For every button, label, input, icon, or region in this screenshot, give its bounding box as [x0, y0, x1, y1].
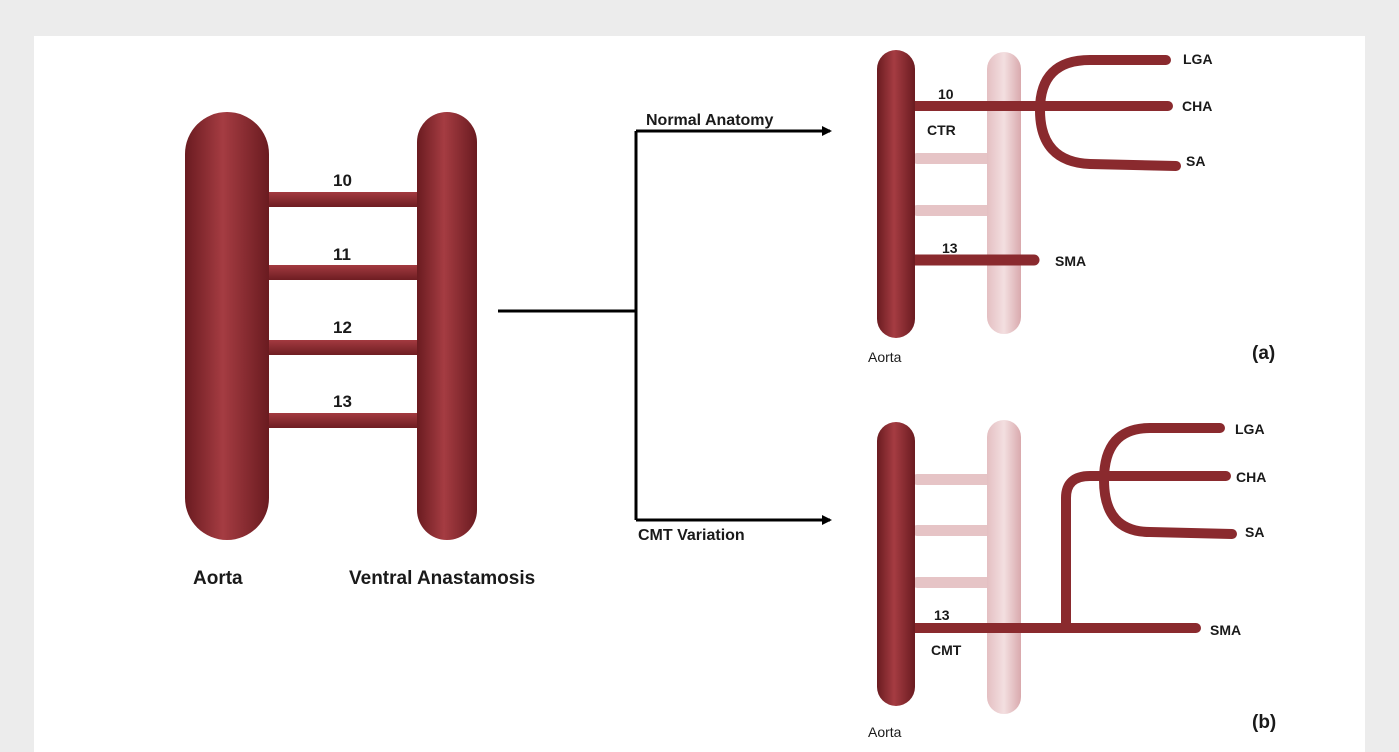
left-segment-label-10: 10: [333, 171, 352, 190]
panel-a-ctr-label: CTR: [927, 122, 956, 138]
left-segment-label-11: 11: [333, 245, 351, 264]
panel-b-lga-label: LGA: [1235, 421, 1265, 437]
panel-b-ventral-vessel: [987, 420, 1021, 714]
panel-a-celiac-branches: [912, 60, 1176, 166]
panel-a-sa-label: SA: [1186, 153, 1205, 169]
panel-a: 10 CTR 13 LGA CHA SA SMA Aorta (a): [868, 50, 1275, 365]
left-aorta-vessel: [185, 112, 269, 540]
left-ladder: 10 11 12 13 Aorta Ventral Anastamosis: [185, 112, 535, 589]
panel-b-segment-13: 13: [934, 607, 950, 623]
panel-a-segment-13: 13: [942, 240, 958, 256]
panel-b-cmt-label: CMT: [931, 642, 962, 658]
panel-b-tag: (b): [1252, 712, 1276, 733]
branch-connector: Normal Anatomy CMT Variation: [498, 112, 830, 544]
left-ventral-label: Ventral Anastamosis: [349, 568, 535, 589]
panel-a-segment-10: 10: [938, 86, 954, 102]
left-segment-bar-13: [248, 413, 428, 428]
figure-frame: 10 11 12 13 Aorta Ventral Anastamosis No…: [34, 36, 1365, 752]
left-segment-bar-12: [248, 340, 428, 355]
left-segment-bar-11: [248, 265, 428, 280]
cmt-variation-label: CMT Variation: [638, 527, 745, 544]
panel-b-cha-label: CHA: [1236, 469, 1266, 485]
panel-a-cha-label: CHA: [1182, 98, 1212, 114]
panel-a-lga-label: LGA: [1183, 51, 1213, 67]
panel-a-ventral-vessel: [987, 52, 1021, 334]
normal-anatomy-label: Normal Anatomy: [646, 112, 774, 129]
panel-a-aorta-label: Aorta: [868, 349, 902, 365]
panel-b: 13 CMT LGA CHA SA SMA Aorta (b): [868, 420, 1276, 740]
left-segment-label-12: 12: [333, 318, 352, 337]
panel-a-sma-label: SMA: [1055, 253, 1086, 269]
left-aorta-label: Aorta: [193, 568, 243, 589]
panel-a-aorta-vessel: [877, 50, 915, 338]
left-segment-label-13: 13: [333, 392, 352, 411]
panel-b-aorta-vessel: [877, 422, 915, 706]
anatomy-diagram: 10 11 12 13 Aorta Ventral Anastamosis No…: [34, 36, 1365, 752]
panel-a-tag: (a): [1252, 343, 1275, 364]
panel-b-aorta-label: Aorta: [868, 724, 902, 740]
left-segment-bar-10: [248, 192, 428, 207]
panel-b-sma-label: SMA: [1210, 622, 1241, 638]
panel-b-sa-label: SA: [1245, 524, 1264, 540]
left-ventral-vessel: [417, 112, 477, 540]
